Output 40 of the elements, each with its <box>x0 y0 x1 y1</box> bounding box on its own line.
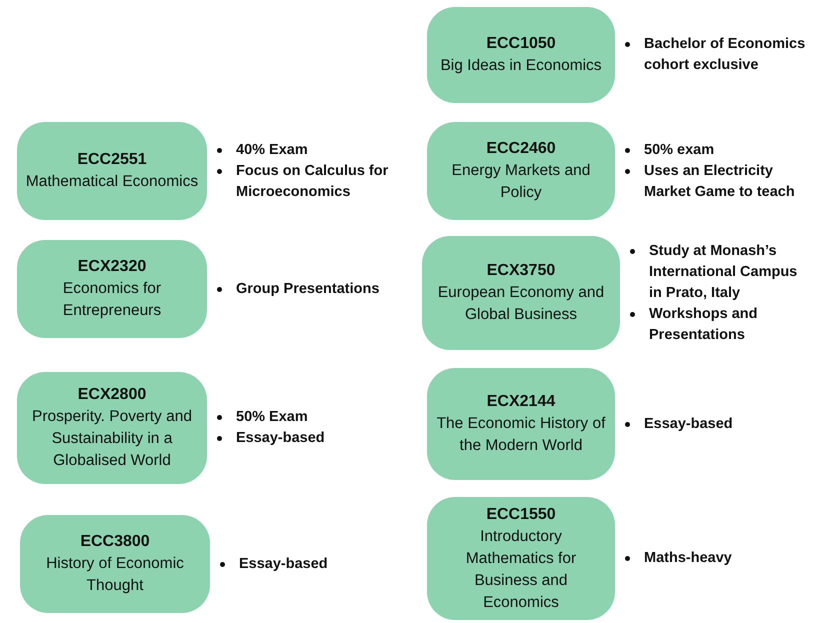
bullet-text: Essay-based <box>644 414 733 434</box>
bullet-text: Bachelor of Economics cohort exclusive <box>644 35 806 75</box>
course-box <box>17 240 207 338</box>
course-title: European Economy and Global Business <box>436 283 606 325</box>
course-code: ECC2551 <box>77 150 147 170</box>
bullet-text: Essay-based <box>236 429 325 448</box>
bullet-text: 40% Exam <box>236 140 308 160</box>
course-title: Economics for Entrepreneurs <box>62 279 162 321</box>
course-title: The Economic History of the Modern World <box>436 414 606 456</box>
course-box <box>17 372 207 484</box>
bullet-text: Uses an Electricity Market Game to teach <box>644 162 796 202</box>
course-box <box>427 122 615 220</box>
course-box <box>17 122 207 220</box>
course-code: ECX2800 <box>78 385 146 405</box>
course-title: Prosperity. Poverty and Sustainability in a Globalised World <box>31 407 193 471</box>
bullet-text: Group Presentations <box>236 280 380 298</box>
bullet-text: Maths-heavy <box>644 549 732 568</box>
course-box <box>427 497 615 620</box>
bullet-text: Focus on Calculus for Microeconomics <box>236 162 390 202</box>
course-code: ECC2460 <box>486 139 556 159</box>
bullet-text: Study at Monash’s International Campus in Prato, Italy <box>649 242 798 302</box>
bullet-text: Workshops and Presentations <box>649 304 758 344</box>
course-title: Introductory Mathematics for Business and Economics <box>464 526 578 612</box>
course-title: History of Economic Thought <box>45 554 185 596</box>
course-box <box>422 236 620 350</box>
course-code: ECC1550 <box>486 504 556 524</box>
course-code: ECX2320 <box>78 257 146 277</box>
course-code: ECC1050 <box>486 34 556 54</box>
course-box <box>427 368 615 480</box>
course-box <box>20 515 210 613</box>
course-box <box>427 7 615 103</box>
course-title: Mathematical Economics <box>26 172 198 192</box>
course-title: Energy Markets and Policy <box>450 161 592 203</box>
bullet-text: 50% Exam <box>236 408 308 427</box>
bullet-text: 50% exam <box>644 140 714 160</box>
bullet-text: Essay-based <box>239 554 328 574</box>
course-code: ECC3800 <box>80 532 150 552</box>
course-code: ECX3750 <box>486 261 556 281</box>
course-code: ECX2144 <box>486 392 556 412</box>
course-title: Big Ideas in Economics <box>440 56 602 76</box>
